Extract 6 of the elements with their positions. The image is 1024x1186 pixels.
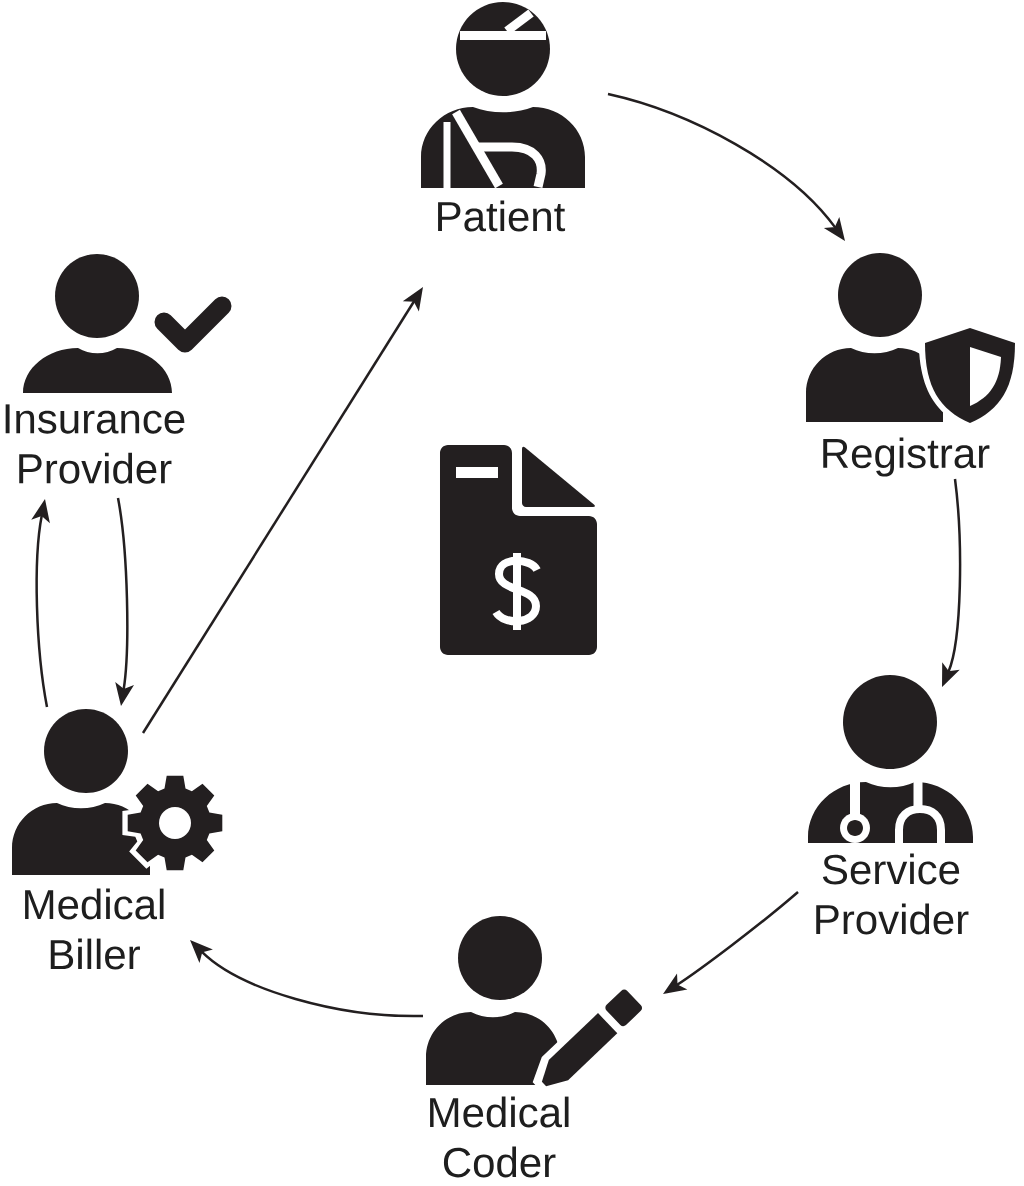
role-label: Insurance Provider [5,404,185,484]
role-label: Registrar [823,437,990,477]
role-label: Service Provider [816,853,969,935]
role-label: Medical Coder [430,1096,569,1178]
role-label: Medical Biller [25,888,164,970]
role-label: Patient [438,200,566,232]
